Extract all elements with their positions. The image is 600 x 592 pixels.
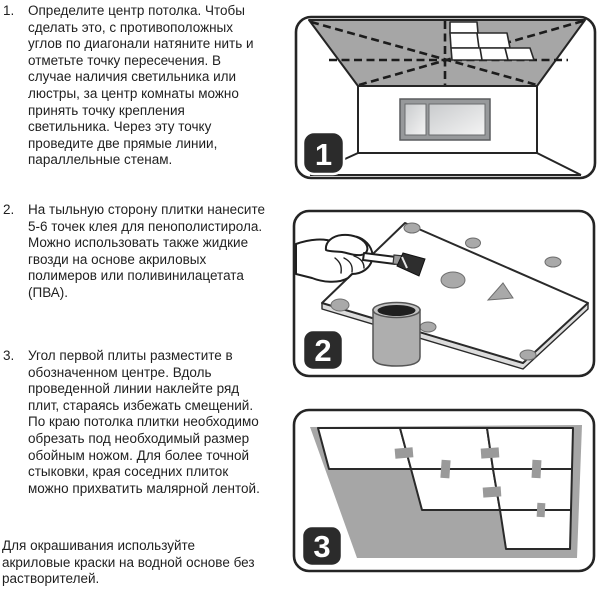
step-item-2: 2. На тыльную сторону плитки нанесите 5-… [3,202,292,302]
hand-with-brush [295,233,426,283]
glue-dots [330,222,562,361]
step-text: Угол первой плиты разместите в обозначен… [28,348,260,496]
glued-tile-rows [317,427,574,550]
step-number: 1. [3,3,15,18]
brush-bristles [396,252,426,277]
step-item-3: 3. Угол первой плиты разместите в обозна… [3,348,292,497]
ceiling-plane [308,19,586,87]
figure-step-2-glue-application: 2 [292,206,600,378]
step-1-badge-number: 1 [315,137,332,172]
bristle-highlight [401,256,408,269]
step-3-badge-number: 3 [313,529,330,564]
glue-triangle-mark [486,282,514,301]
glue-application-illustration: 2 [292,209,596,378]
tile-rows-illustration: 3 [292,408,596,573]
step-2-badge: 2 [301,328,345,372]
footer-note: Для окрашивания используйте акриловые кр… [2,538,255,587]
figure-step-1-ceiling-marking: 1 [292,1,600,185]
masking-tape-pieces [394,447,546,518]
thumb [324,233,369,257]
step-text: На тыльную сторону плитки нанесите 5-6 т… [28,202,266,300]
step-number: 3. [3,348,15,363]
figure-step-3-tile-rows: 3 [292,404,600,576]
step-1-badge: 1 [301,130,346,176]
step-item-1: 1. Определите центр потолка. Чтобы сдела… [3,3,292,169]
step-text: Определите центр потолка. Чтобы сделать … [28,3,254,168]
glue-can [372,301,421,367]
placed-ceiling-tiles [449,21,535,61]
ceiling-marking-illustration: 1 [294,15,597,180]
step-2-badge-number: 2 [314,333,331,368]
step-number: 2. [3,202,15,217]
step-3-badge: 3 [300,524,344,568]
window [399,98,491,141]
